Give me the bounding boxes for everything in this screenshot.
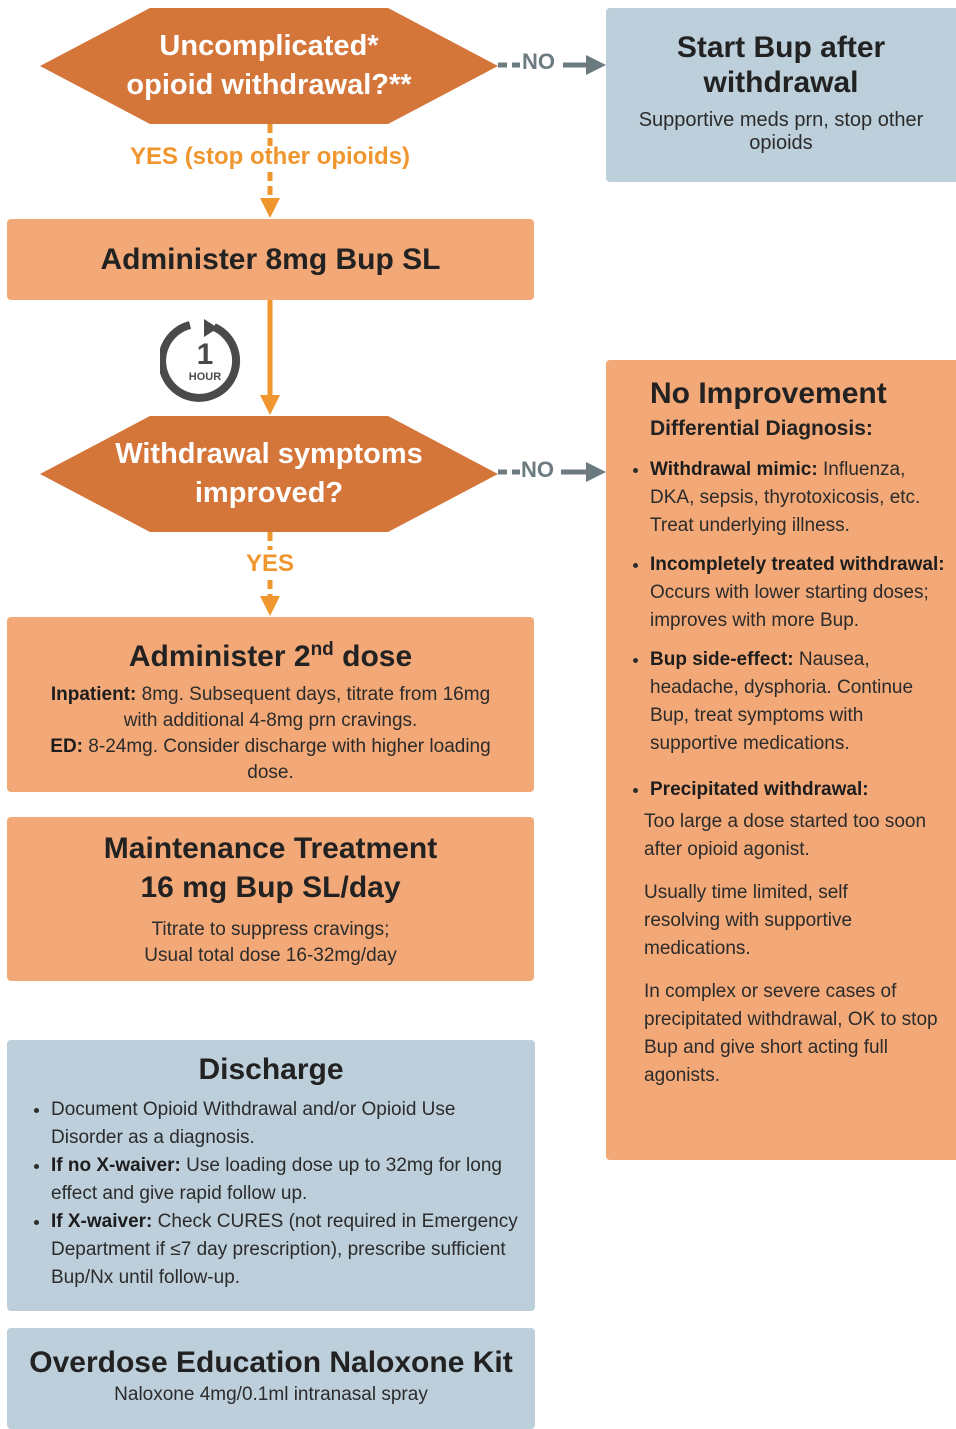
no-improvement-subtitle: Differential Diagnosis: <box>650 417 873 440</box>
timer-unit: HOUR <box>189 371 221 383</box>
discharge-item: If no X-waiver: Use loading dose up to 3… <box>51 1152 521 1208</box>
decision2-line2: improved? <box>194 477 344 509</box>
discharge-item: Document Opioid Withdrawal and/or Opioid… <box>51 1096 521 1152</box>
second-dose-inpatient: Inpatient: 8mg. Subsequent days, titrate… <box>43 682 498 734</box>
decision2-no-label: NO <box>521 457 554 482</box>
ed-label: ED: <box>50 736 84 757</box>
discharge-item-label: If X-waiver: <box>51 1211 153 1232</box>
discharge-item-text: Document Opioid Withdrawal and/or Opioid… <box>51 1099 456 1148</box>
discharge-item-label: If no X-waiver: <box>51 1155 181 1176</box>
differential-list: Withdrawal mimic: Influenza, DKA, sepsis… <box>632 456 948 804</box>
decision-symptoms-improved: Withdrawal symptoms improved? <box>40 416 498 532</box>
second-dose-title-main: Administer 2 <box>128 640 311 673</box>
overdose-education-box: Overdose Education Naloxone Kit Naloxone… <box>7 1328 535 1429</box>
overdose-subtitle: Naloxone 4mg/0.1ml intranasal spray <box>114 1384 428 1405</box>
start-after-title-line2: withdrawal <box>703 66 859 99</box>
decision1-no-label: NO <box>522 49 555 74</box>
decision1-line1: Uncomplicated* <box>159 30 379 62</box>
discharge-item-text: Use loading dose up to 32mg for long eff… <box>51 1155 502 1204</box>
decision1-yes-label: YES (stop other opioids) <box>130 143 410 170</box>
discharge-item-text: Check CURES (not required in Emergency D… <box>51 1211 518 1288</box>
start-after-subtitle: Supportive meds prn, stop other opioids <box>638 109 924 154</box>
maintenance-box: Maintenance Treatment 16 mg Bup SL/day T… <box>7 817 534 981</box>
second-dose-box: Administer 2nd dose Inpatient: 8mg. Subs… <box>7 617 534 792</box>
precipitated-para-2: Usually time limited, self resolving wit… <box>644 882 853 959</box>
differential-item: Bup side-effect: Nausea, headache, dysph… <box>650 646 948 758</box>
decision-uncomplicated-withdrawal: Uncomplicated* opioid withdrawal?** <box>40 8 498 124</box>
timer-number: 1 <box>197 338 214 371</box>
administer-first-title: Administer 8mg Bup SL <box>100 242 441 276</box>
inpatient-text: 8mg. Subsequent days, titrate from 16mg … <box>123 684 491 731</box>
differential-item-label: Incompletely treated withdrawal: <box>650 554 945 575</box>
differential-item-text: Occurs with lower starting doses; improv… <box>650 582 929 631</box>
administer-8mg-box: Administer 8mg Bup SL <box>7 219 534 300</box>
start-bup-after-withdrawal-box: Start Bup after withdrawal Supportive me… <box>606 8 956 182</box>
decision1-line2: opioid withdrawal?** <box>126 69 412 101</box>
precipitated-para-1: Too large a dose started too soon after … <box>644 811 927 860</box>
one-hour-timer-icon: 1 HOUR <box>158 315 250 403</box>
discharge-title: Discharge <box>198 1053 344 1086</box>
second-dose-title-end: dose <box>333 640 413 673</box>
maintenance-text-line1: Titrate to suppress cravings; <box>151 919 390 940</box>
differential-item-label: Precipitated withdrawal: <box>650 779 869 800</box>
differential-item-text: Nausea, headache, dysphoria. Continue Bu… <box>650 649 914 754</box>
differential-item-label: Withdrawal mimic: <box>650 459 818 480</box>
ed-text: 8-24mg. Consider discharge with higher l… <box>83 736 491 783</box>
overdose-title: Overdose Education Naloxone Kit <box>29 1346 513 1379</box>
differential-item-text: Influenza, DKA, sepsis, thyrotoxicosis, … <box>650 459 921 536</box>
second-dose-title: Administer 2nd dose <box>43 631 498 676</box>
no-improvement-box: No Improvement Differential Diagnosis: W… <box>606 360 956 1160</box>
discharge-item: If X-waiver: Check CURES (not required i… <box>51 1208 521 1292</box>
start-after-title-line1: Start Bup after <box>676 31 886 64</box>
discharge-list: Document Opioid Withdrawal and/or Opioid… <box>31 1096 521 1292</box>
differential-item: Incompletely treated withdrawal: Occurs … <box>650 551 948 635</box>
precipitated-para-3: In complex or severe cases of precipitat… <box>644 981 938 1086</box>
second-dose-ed: ED: 8-24mg. Consider discharge with high… <box>43 734 498 786</box>
no-improvement-title: No Improvement <box>650 377 887 410</box>
maintenance-text-line2: Usual total dose 16-32mg/day <box>144 945 397 966</box>
maintenance-title-line1: Maintenance Treatment <box>103 832 438 865</box>
arrow-to-decision2 <box>260 300 280 415</box>
differential-item: Withdrawal mimic: Influenza, DKA, sepsis… <box>650 456 948 540</box>
yes-arrow-1 <box>260 124 280 218</box>
decision2-line1: Withdrawal symptoms <box>115 438 423 470</box>
discharge-box: Discharge Document Opioid Withdrawal and… <box>7 1040 535 1311</box>
maintenance-title-line2: 16 mg Bup SL/day <box>140 871 401 904</box>
second-dose-title-sup: nd <box>310 639 334 660</box>
decision2-yes-label: YES <box>245 550 295 577</box>
differential-item-label: Bup side-effect: <box>650 649 794 670</box>
differential-item: Precipitated withdrawal: <box>650 776 948 804</box>
inpatient-label: Inpatient: <box>50 684 137 705</box>
